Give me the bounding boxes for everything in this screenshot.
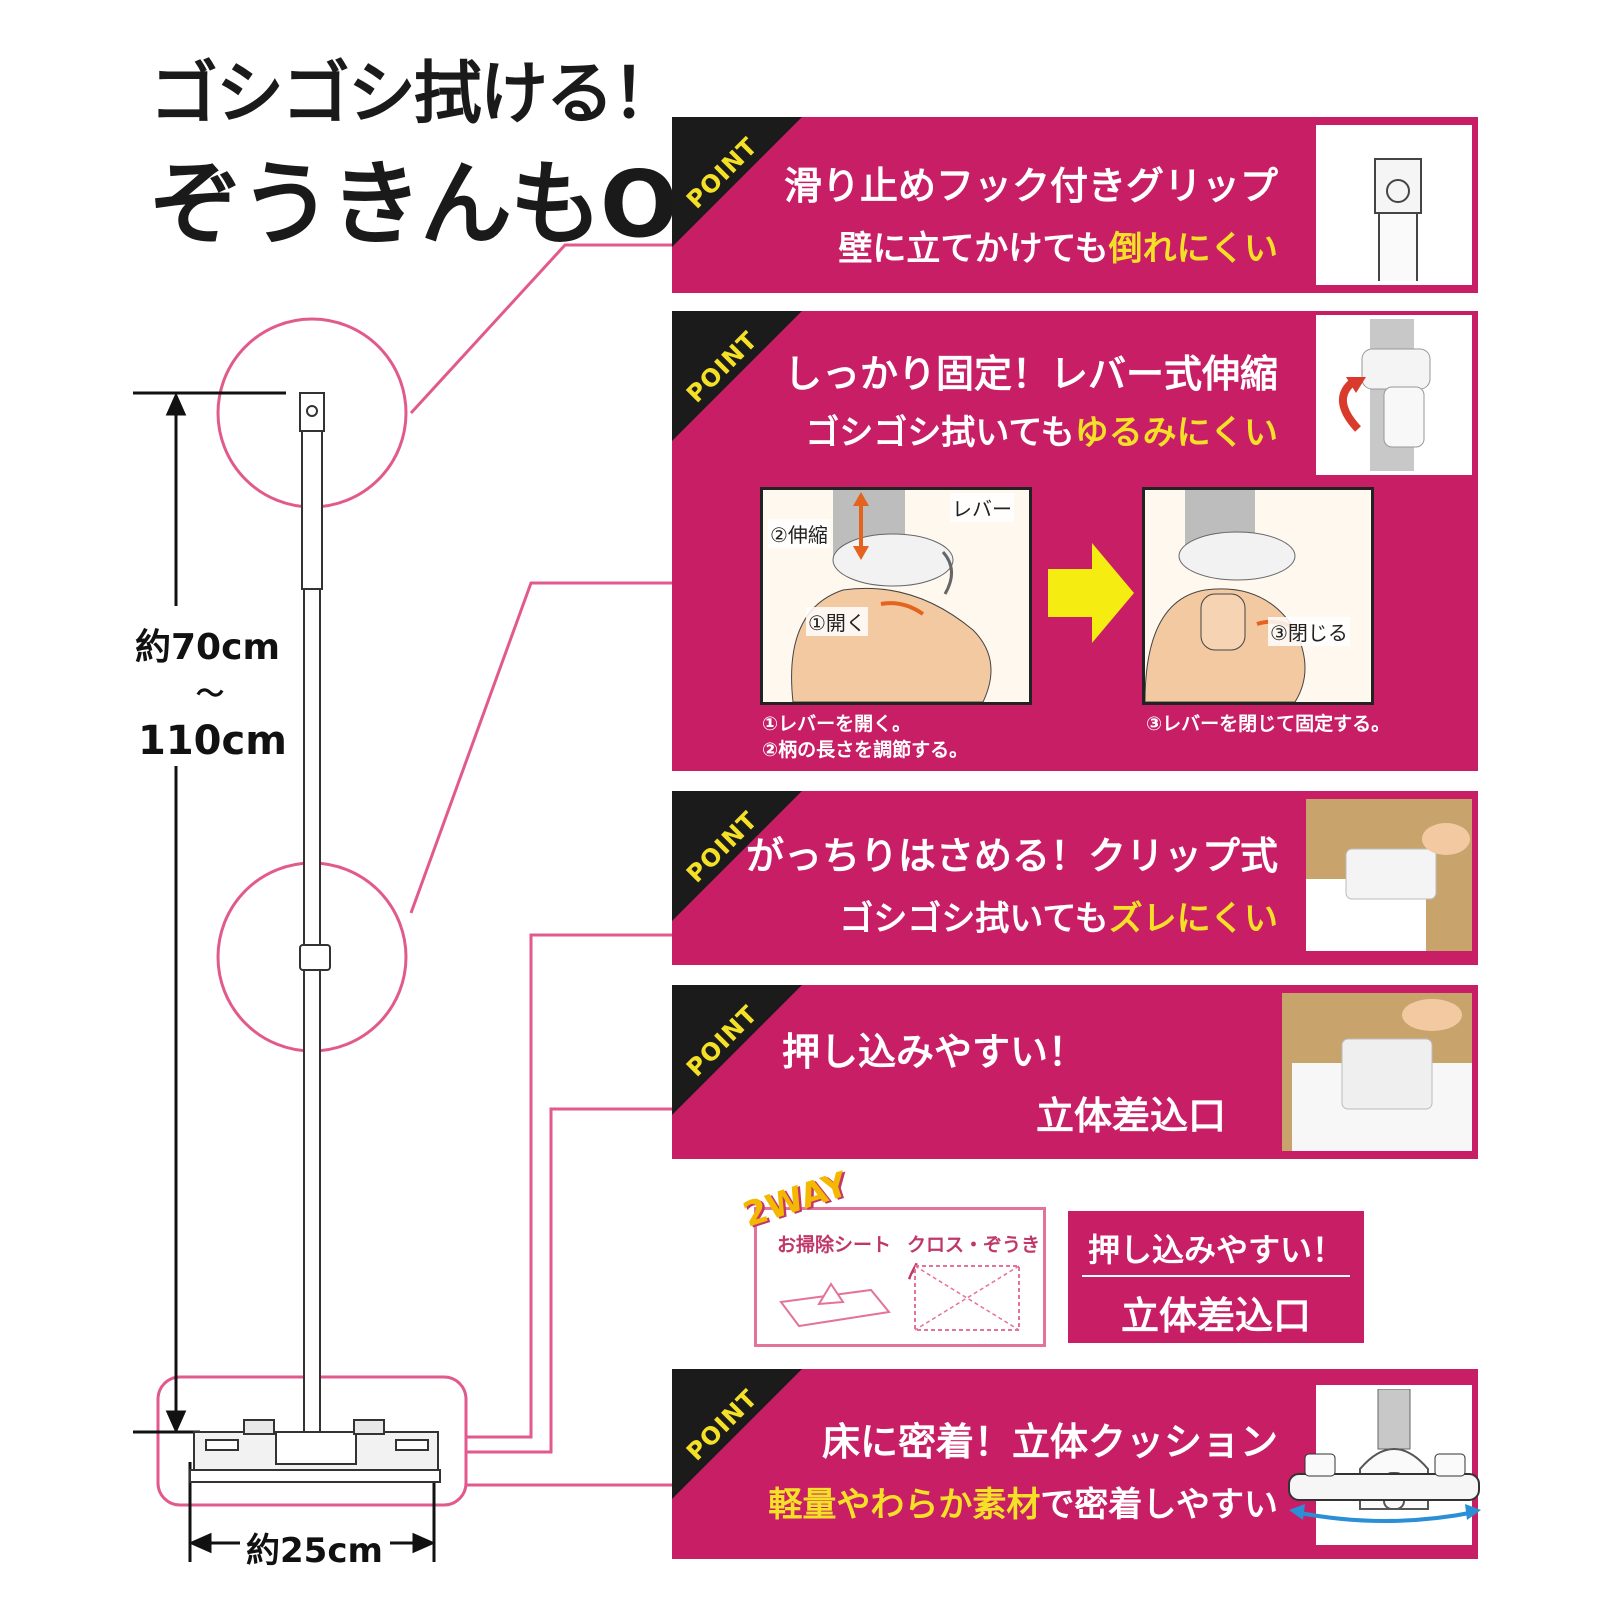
label-extend: ②伸縮 [768, 519, 830, 548]
lever-photo [1316, 315, 1472, 475]
label-lever: レバー [950, 493, 1014, 522]
label-open: ①開く [806, 607, 868, 636]
point-panel-lever: POINT しっかり固定！レバー式伸縮 ゴシゴシ拭いてもゆるみにくい ②伸縮 レ… [672, 311, 1478, 771]
point-panel-cushion: POINT 床に密着！立体クッション 軽量やわらか素材で密着しやすい [672, 1369, 1478, 1559]
height-max-label: 110cm [138, 718, 287, 764]
point-panel-insert: POINT 押し込みやすい！ 立体差込口 [672, 985, 1478, 1159]
subtitle-plain: ゴシゴシ拭いても [805, 413, 1075, 453]
mop-handle [299, 392, 331, 1440]
mop-head [189, 1419, 441, 1483]
caption-adjust: ②柄の長さを調節する。 [762, 739, 969, 761]
cloth-icon [914, 1265, 1020, 1331]
arrow-right-icon [1048, 543, 1134, 643]
caption-close: ③レバーを閉じて固定する。 [1146, 713, 1391, 735]
point-title: 床に密着！立体クッション [821, 1420, 1278, 1464]
insert-photo [1282, 993, 1472, 1151]
label-close: ③閉じる [1268, 617, 1350, 646]
point-subtitle: ゴシゴシ拭いてもズレにくい [839, 891, 1278, 940]
clip-photo [1306, 799, 1472, 951]
sheet-label: お掃除シート [777, 1234, 892, 1256]
point-title: がっちりはさめる！クリップ式 [745, 834, 1278, 878]
point-panel-clip: POINT がっちりはさめる！クリップ式 ゴシゴシ拭いてもズレにくい [672, 791, 1478, 965]
point-ribbon [672, 985, 802, 1115]
insert-badge-line2: 立体差込口 [1120, 1294, 1311, 1338]
height-dimension [133, 391, 286, 1434]
cushion-head-illustration [1288, 1453, 1481, 1523]
point-subtitle: 軽量やわらか素材で密着しやすい [768, 1477, 1278, 1526]
subtitle-highlight: 倒れにくい [1108, 229, 1278, 269]
point-subtitle: 壁に立てかけても倒れにくい [838, 221, 1278, 270]
point-ribbon [672, 311, 802, 441]
insert-badge-divider [1082, 1275, 1350, 1277]
subtitle-highlight: 軽量やわらか素材 [768, 1485, 1041, 1525]
width-label: 約25cm [246, 1531, 383, 1571]
height-min-label: 約70cm [135, 627, 280, 668]
subtitle-highlight: ズレにくい [1108, 899, 1278, 939]
point-panel-grip: POINT 滑り止めフック付きグリップ 壁に立てかけても倒れにくい [672, 117, 1478, 293]
subtitle-plain: で密着しやすい [1040, 1485, 1278, 1525]
point-ribbon [672, 791, 802, 921]
point-title: しっかり固定！レバー式伸縮 [783, 352, 1278, 396]
point-subtitle: 立体差込口 [1036, 1085, 1226, 1140]
caption-open: ①レバーを開く。 [762, 713, 912, 735]
point-ribbon [672, 1369, 802, 1499]
insert-badge: 押し込みやすい！ 立体差込口 [1068, 1211, 1364, 1343]
point-ribbon [672, 117, 802, 247]
headline-line-1: ゴシゴシ拭ける！ [150, 55, 680, 134]
subtitle-plain: 壁に立てかけても [838, 229, 1109, 269]
point-title: 滑り止めフック付きグリップ [783, 164, 1278, 208]
twoway-box: お掃除シート クロス・ぞうきん [754, 1207, 1046, 1347]
grip-photo [1316, 125, 1472, 285]
point-subtitle: ゴシゴシ拭いてもゆるみにくい [805, 405, 1278, 454]
subtitle-plain: 立体差込口 [1035, 1094, 1226, 1138]
height-tilde: 〜 [196, 677, 225, 710]
step-close-illustration [1142, 487, 1374, 705]
wipe-pack-icon [779, 1282, 891, 1328]
subtitle-highlight: ゆるみにくい [1074, 413, 1278, 453]
leader-lines [409, 243, 672, 1487]
headline-line-2: ぞうきんもOK [150, 151, 748, 258]
point-title: 押し込みやすい！ [782, 1030, 1087, 1074]
insert-badge-line1: 押し込みやすい！ [1087, 1231, 1344, 1269]
subtitle-plain: ゴシゴシ拭いても [839, 899, 1109, 939]
